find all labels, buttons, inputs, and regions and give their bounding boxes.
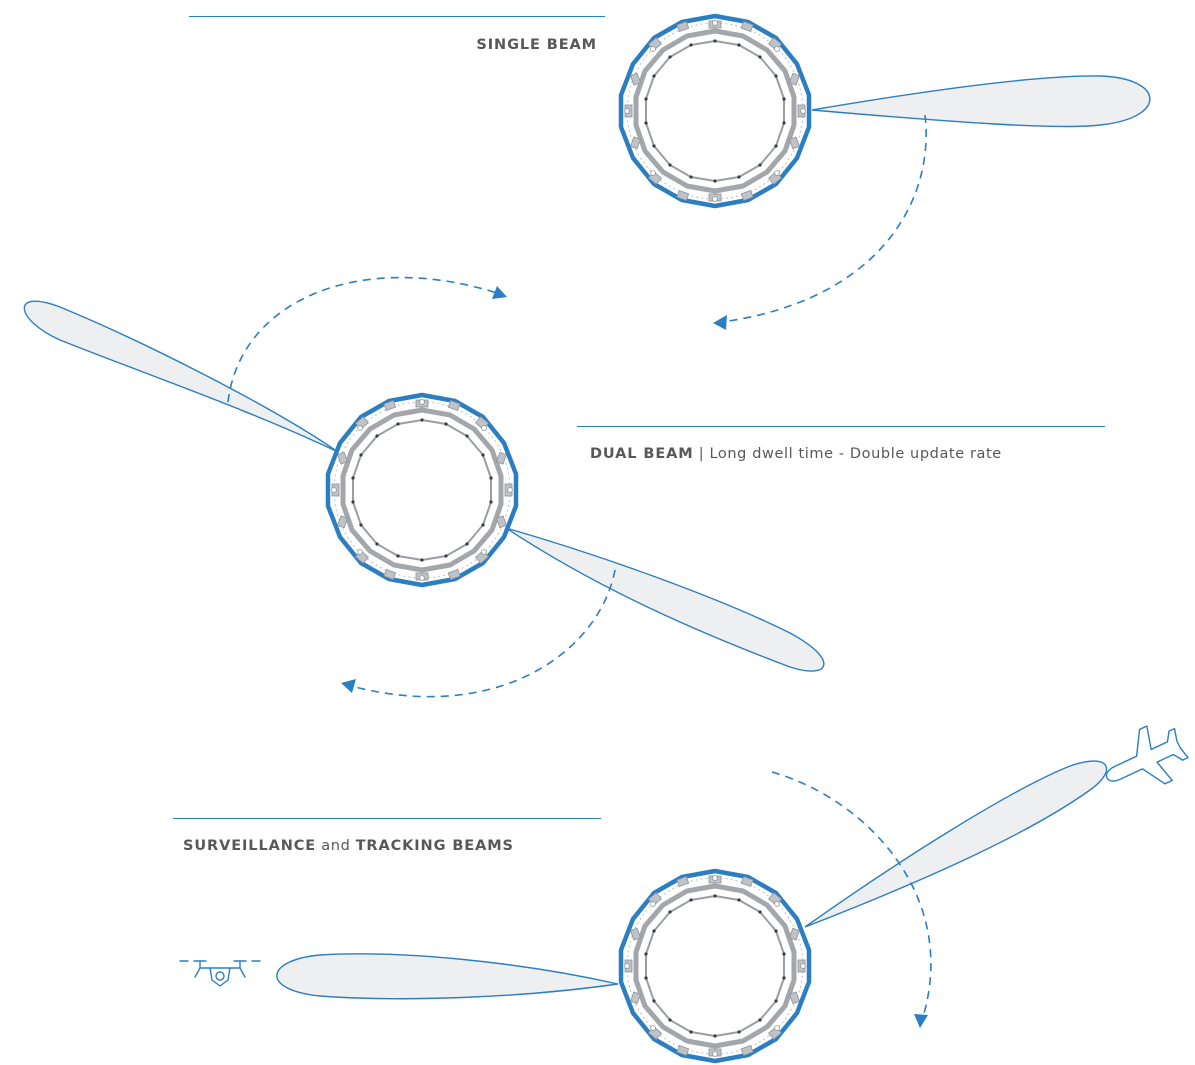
dual-beam-sweep-arrow-lower [350,569,616,698]
dual-beam-arrowhead-upper [492,286,507,299]
dual-beam-separator: | [693,446,710,462]
dual-beam-caption: DUAL BEAM | Long dwell time - Double upd… [590,446,1002,462]
surveillance-beam-lobe [276,953,619,1000]
dual-beam-sweep-arrow-upper [227,276,498,403]
tracking-title: TRACKING BEAMS [355,838,514,854]
single-beam-title: SINGLE BEAM [476,37,597,53]
dual-beam-group [23,276,825,698]
dual-beam-antenna [328,395,516,585]
surveillance-connector: and [316,838,356,854]
dual-beam-lobe-upper [23,300,339,453]
single-beam-group [621,16,1151,330]
single-beam-rule [189,16,605,17]
dual-beam-arrowhead-lower [341,679,356,693]
airplane-icon [1105,725,1189,785]
dual-beam-subtitle: Long dwell time - Double update rate [709,446,1002,462]
drone-icon [179,960,261,987]
surveillance-arrowhead [914,1014,928,1028]
single-beam-lobe [811,75,1151,128]
surveillance-rule [173,818,601,819]
surveillance-title: SURVEILLANCE [183,838,317,854]
surveillance-antenna [621,871,809,1061]
single-beam-arrowhead [713,315,727,330]
dual-beam-lobe-lower [505,527,825,672]
single-beam-caption: SINGLE BEAM [476,37,597,53]
surveillance-caption: SURVEILLANCE and TRACKING BEAMS [183,838,514,854]
dual-beam-title: DUAL BEAM [590,446,694,462]
tracking-beam-lobe [804,760,1108,928]
dual-beam-rule [577,426,1105,427]
single-beam-sweep-arrow [721,114,927,323]
single-beam-antenna [621,16,809,206]
surveillance-sweep-arrow [771,771,932,1021]
surveillance-tracking-group [179,725,1189,1061]
